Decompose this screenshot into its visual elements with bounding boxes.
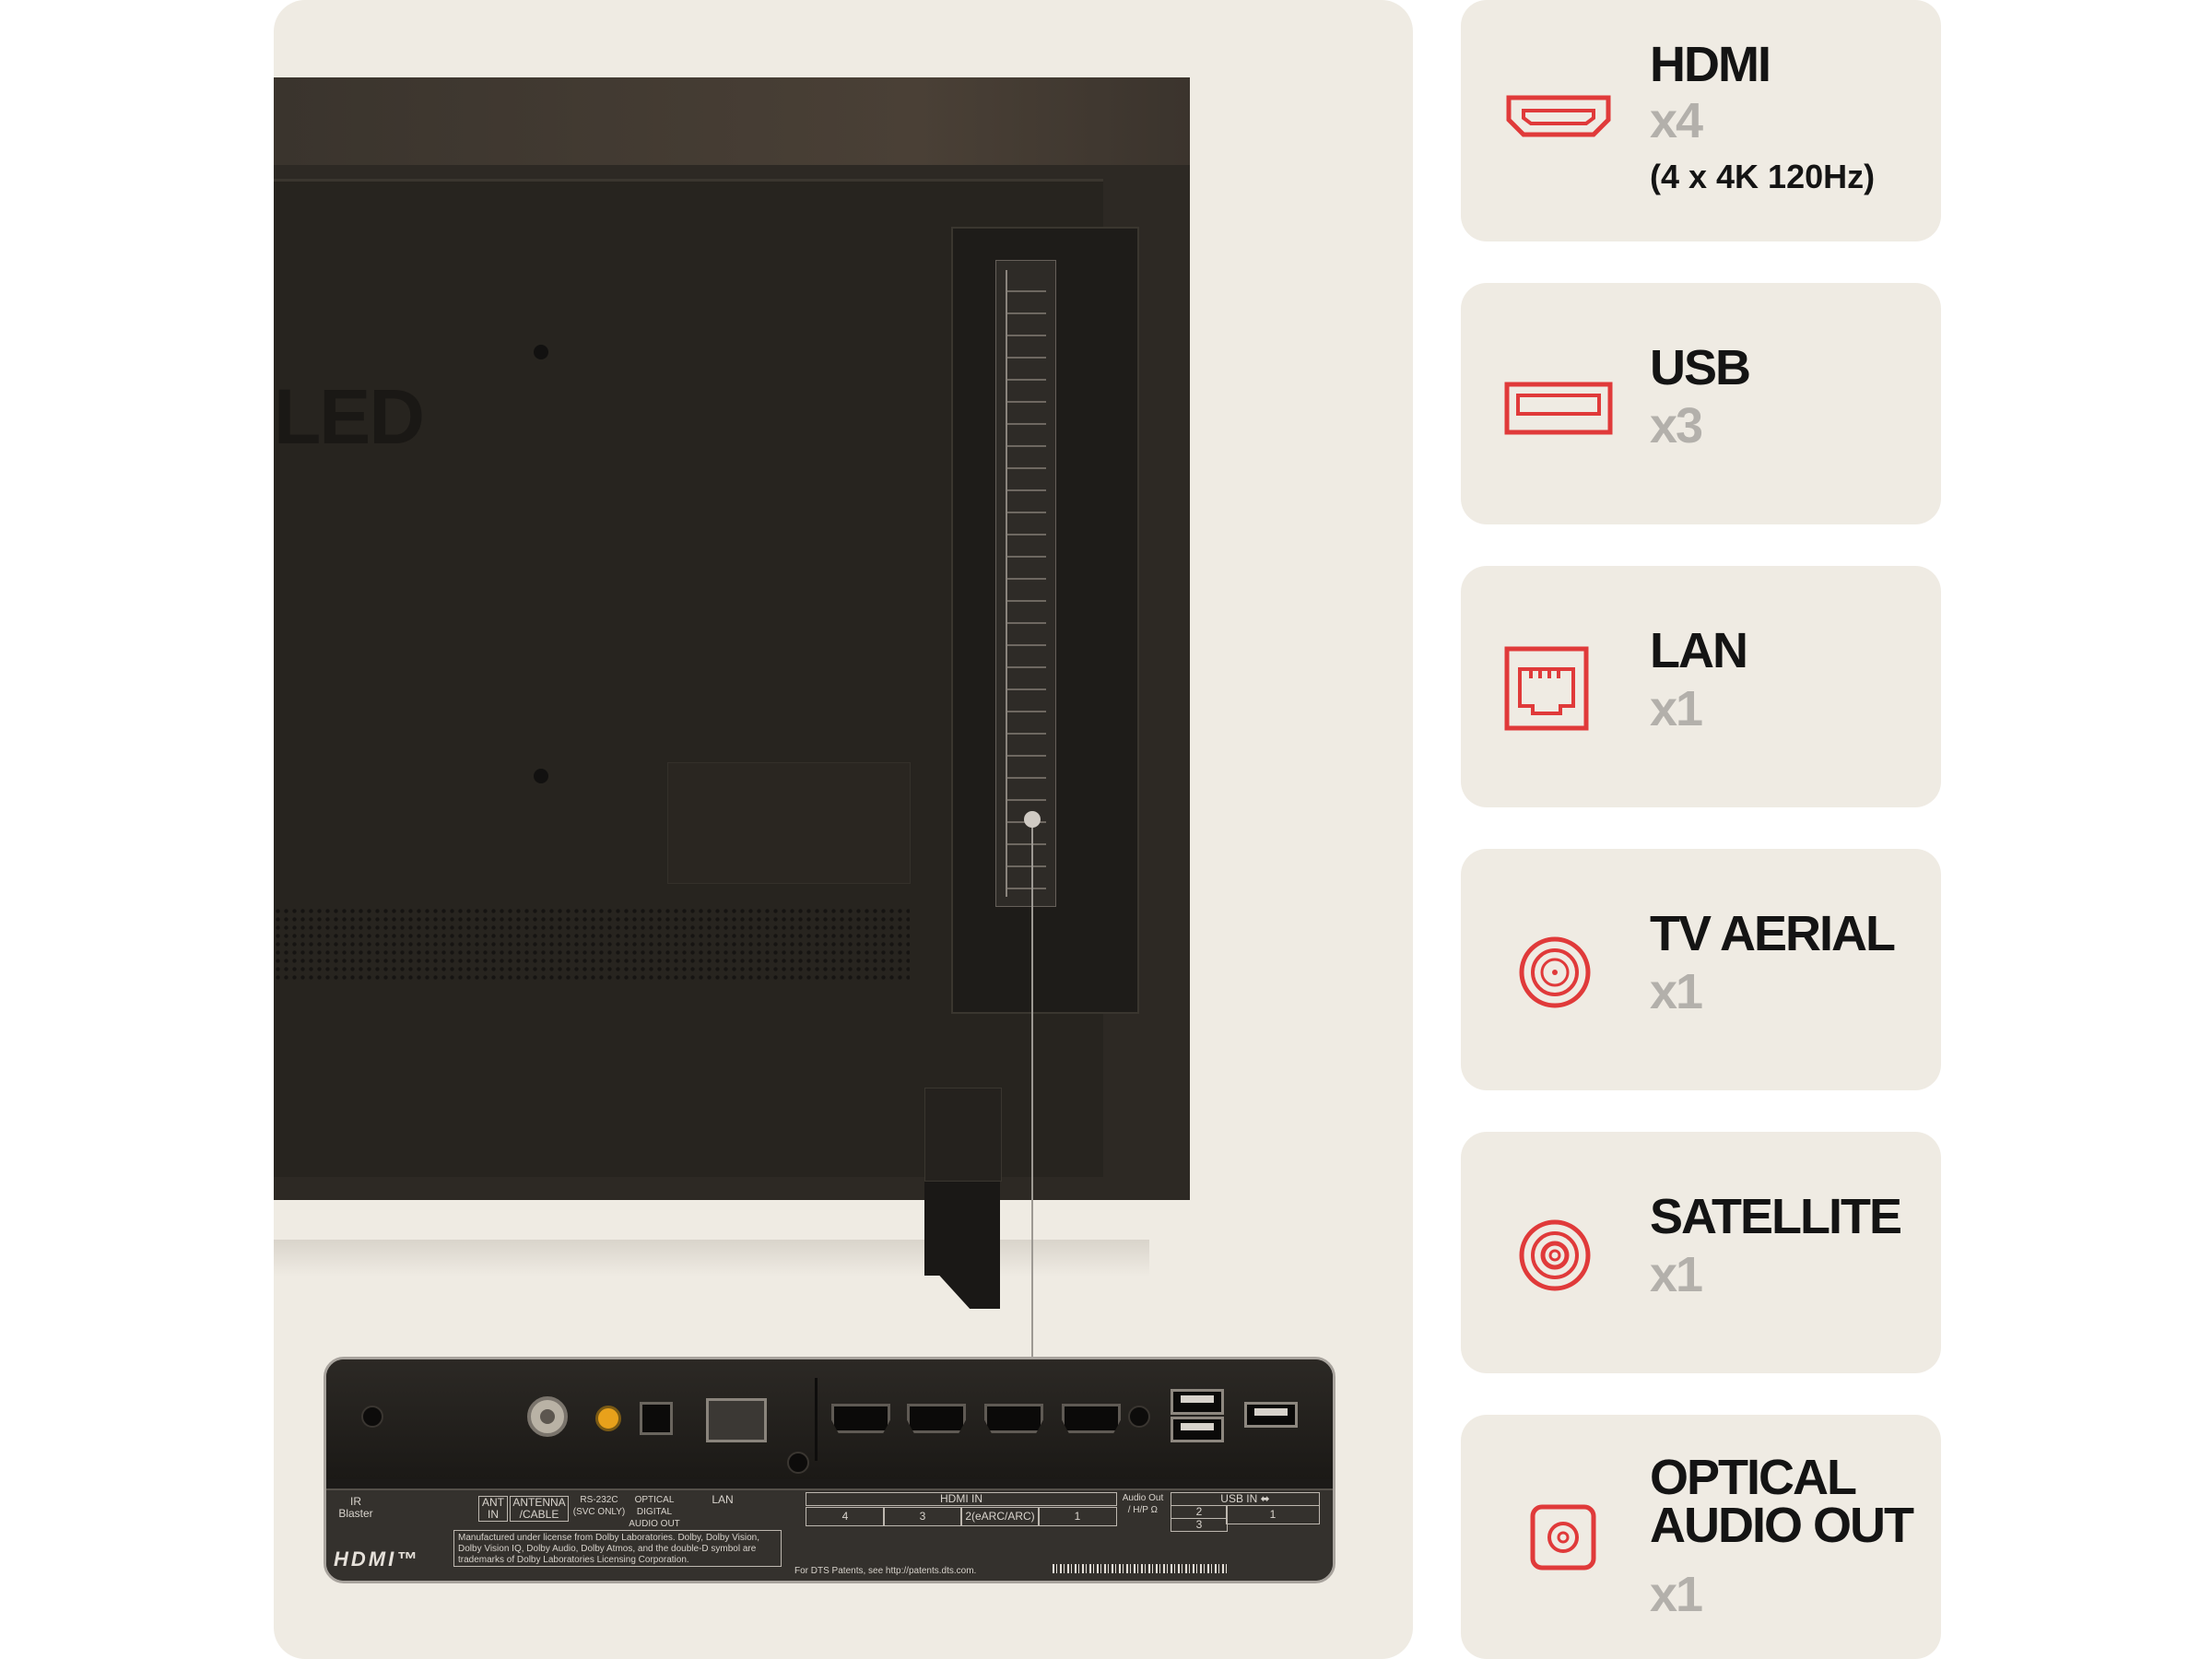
- speaker-grille: [274, 907, 910, 981]
- port-strip: [326, 1359, 1333, 1479]
- connection-count: x4: [1650, 93, 1703, 148]
- connection-title: LAN: [1650, 623, 1748, 678]
- connection-note: (4 x 4K 120Hz): [1650, 158, 1876, 195]
- optical-audio-icon: [1530, 1504, 1596, 1571]
- connection-count: x3: [1650, 398, 1703, 453]
- usb-port-3: [1171, 1417, 1224, 1442]
- screw-icon: [361, 1406, 383, 1428]
- tv-rear-panel: LED: [274, 77, 1190, 1200]
- ant-in-label: ANT IN: [478, 1496, 508, 1522]
- audio-out-jack: [1128, 1406, 1150, 1428]
- tv-stand-bracket: [924, 1088, 1002, 1182]
- tv-top-bezel: [274, 77, 1190, 165]
- satellite-icon: [1519, 1219, 1591, 1291]
- connection-title: TV AERIAL: [1650, 906, 1896, 961]
- usb-port-label-2: 2: [1171, 1505, 1228, 1519]
- connection-card-hdmi: HDMI x4 (4 x 4K 120Hz): [1461, 0, 1941, 241]
- callout-dot: [1024, 811, 1041, 828]
- connection-count: x1: [1650, 1247, 1703, 1302]
- rear-label-area: [667, 762, 911, 884]
- lan-label: LAN: [712, 1493, 734, 1506]
- dts-patent-note: For DTS Patents, see http://patents.dts.…: [794, 1566, 977, 1576]
- side-port-label: [995, 260, 1056, 907]
- rs232c-label: RS-232C (SVC ONLY): [572, 1495, 626, 1517]
- barcode: [1053, 1564, 1228, 1573]
- connection-count: x1: [1650, 681, 1703, 736]
- antenna-cable-label: ANTENNA /CABLE: [510, 1496, 569, 1522]
- dolby-trademark-note: Manufactured under license from Dolby La…: [453, 1530, 782, 1567]
- audio-out-label: Audio Out / H/P Ω: [1122, 1493, 1164, 1515]
- connection-count: x1: [1650, 1567, 1703, 1622]
- tv-logo: LED: [274, 373, 425, 460]
- lan-port: [706, 1398, 767, 1442]
- hdmi-port-label-2: 2(eARC/ARC): [960, 1507, 1040, 1526]
- usb-port-icon: [1504, 382, 1613, 435]
- lan-port-icon: [1504, 646, 1589, 731]
- hdmi-wordmark: HDMI™: [334, 1547, 420, 1571]
- antenna-port: [527, 1396, 568, 1437]
- connection-card-tv-aerial: TV AERIAL x1: [1461, 849, 1941, 1090]
- connection-card-lan: LAN x1: [1461, 566, 1941, 807]
- hdmi-port-2: [984, 1404, 1043, 1433]
- ir-blaster-port: [595, 1406, 621, 1431]
- vesa-mount-hole: [534, 345, 548, 359]
- hdmi-port-1: [1062, 1404, 1121, 1433]
- connection-card-satellite: SATELLITE x1: [1461, 1132, 1941, 1373]
- port-label-strip: IR Blaster ANT IN ANTENNA /CABLE RS-232C…: [326, 1488, 1333, 1581]
- usb-in-label: USB IN ⬌: [1171, 1492, 1320, 1506]
- connection-card-optical: OPTICAL AUDIO OUT x1: [1461, 1415, 1941, 1659]
- aerial-icon: [1519, 936, 1591, 1008]
- hdmi-port-4: [831, 1404, 890, 1433]
- vesa-mount-hole: [534, 769, 548, 783]
- connection-title: HDMI: [1650, 37, 1771, 92]
- ir-blaster-label: IR Blaster: [338, 1495, 373, 1520]
- ports-closeup: IR Blaster ANT IN ANTENNA /CABLE RS-232C…: [324, 1357, 1335, 1583]
- optical-port: [640, 1402, 673, 1435]
- hdmi-port-3: [907, 1404, 966, 1433]
- product-image-panel: LED IR Blaster A: [274, 0, 1413, 1659]
- usb-port-label-1: 1: [1226, 1505, 1320, 1524]
- tv-shadow: [274, 1240, 1149, 1277]
- hdmi-port-label-4: 4: [806, 1507, 885, 1526]
- hdmi-port-label-1: 1: [1038, 1507, 1117, 1526]
- hdmi-port-icon: [1506, 95, 1611, 137]
- usb-port-1: [1244, 1402, 1298, 1428]
- hdmi-port-label-3: 3: [883, 1507, 962, 1526]
- hdmi-in-label: HDMI IN: [806, 1492, 1117, 1506]
- connection-card-usb: USB x3: [1461, 283, 1941, 524]
- usb-port-2: [1171, 1389, 1224, 1415]
- connection-title: OPTICAL AUDIO OUT: [1650, 1450, 1914, 1553]
- usb-port-label-3: 3: [1171, 1518, 1228, 1532]
- connection-title: USB: [1650, 340, 1751, 395]
- connection-count: x1: [1650, 964, 1703, 1019]
- screw-icon: [787, 1452, 809, 1474]
- connection-title: SATELLITE: [1650, 1189, 1902, 1244]
- optical-label: OPTICAL DIGITAL AUDIO OUT: [629, 1495, 680, 1529]
- callout-line: [1031, 818, 1033, 1358]
